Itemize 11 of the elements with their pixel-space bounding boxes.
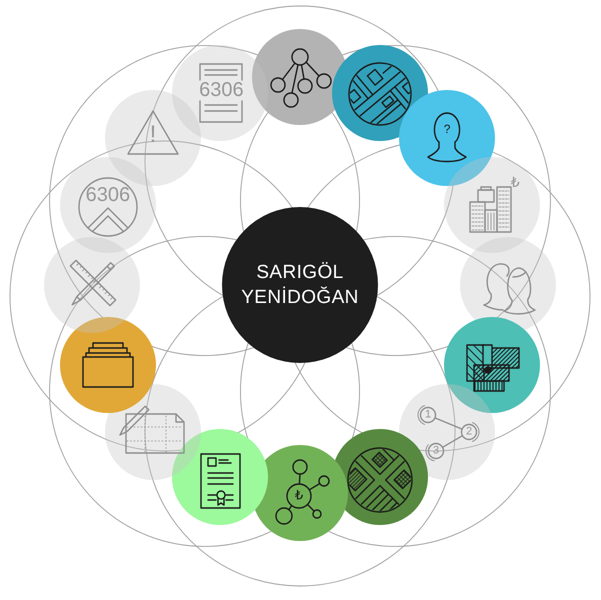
topic-circle [172,44,268,141]
step-number: 1 [425,410,432,421]
exclamation-mark: ! [150,122,156,147]
number-label: 6306 [86,185,130,206]
currency-symbol: ₺ [294,490,304,502]
currency-symbol: ₺ [510,176,520,190]
topic-circle [60,157,156,254]
question-mark: ? [444,122,450,135]
step-number: 2 [466,426,472,438]
center-title: SARIGÖL YENİDOĞAN [240,261,360,310]
number-label: 6306 [199,80,244,100]
